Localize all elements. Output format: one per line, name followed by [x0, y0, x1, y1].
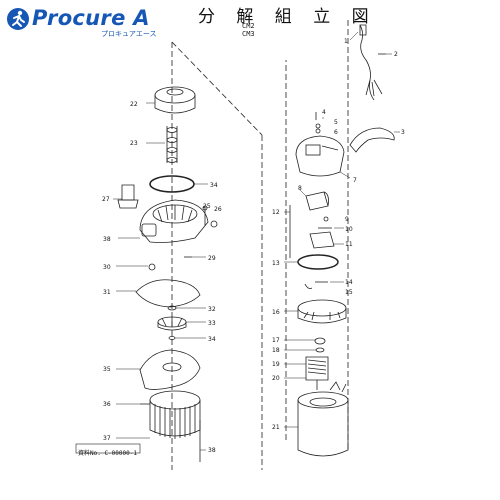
part-38-pump-casing	[139, 199, 209, 243]
part-16-bracket-housing	[297, 299, 347, 324]
part-37-strainer	[149, 390, 201, 439]
callout-26: 26	[214, 206, 222, 213]
model-label-1: CM2	[242, 22, 255, 30]
callout-34-lower: 34	[208, 336, 216, 343]
part-8-capacitor	[305, 191, 329, 211]
frame-line	[171, 41, 263, 136]
callout-10: 10	[345, 226, 353, 233]
footer-box	[75, 443, 141, 454]
callout-11: 11	[345, 241, 353, 248]
part-9-screw	[323, 216, 329, 222]
part-26-plug	[210, 220, 218, 228]
callout-18: 18	[272, 347, 280, 354]
callout-32: 32	[208, 306, 216, 313]
part-13-o-ring	[297, 254, 339, 270]
callout-30: 30	[103, 264, 111, 271]
part-19-rotor	[305, 356, 329, 390]
callout-25: 25	[203, 203, 211, 210]
model-label-2: CM3	[242, 30, 255, 38]
page-title: 分 解 組 立 図	[198, 7, 377, 27]
part-23-washer-stack	[166, 126, 178, 163]
callout-14: 14	[345, 279, 353, 286]
callout-6: 6	[334, 129, 338, 136]
callout-23: 23	[130, 140, 138, 147]
callout-15: 15	[345, 289, 353, 296]
callout-35: 35	[103, 366, 111, 373]
callout-5: 5	[334, 119, 338, 126]
callout-21: 21	[272, 424, 280, 431]
callout-27: 27	[102, 196, 110, 203]
callout-3: 3	[401, 129, 405, 136]
callout-4: 4	[322, 109, 326, 116]
brand-name: Procure A	[32, 6, 150, 30]
callout-37: 37	[103, 435, 111, 442]
callout-38: 38	[103, 236, 111, 243]
callout-1: 1	[344, 38, 348, 45]
part-21-stator	[297, 381, 349, 457]
part-18-washer	[315, 347, 325, 353]
part-33-impeller	[157, 316, 187, 331]
callout-17: 17	[272, 337, 280, 344]
callout-16: 16	[272, 309, 280, 316]
callout-29: 29	[208, 255, 216, 262]
part-11-bracket	[309, 231, 335, 249]
callout-9: 9	[345, 216, 349, 223]
part-22-top-cover	[154, 86, 196, 114]
runner-icon	[7, 8, 29, 30]
brand-tagline: プロキュアエース	[101, 30, 157, 38]
procure-a-logo: Procure A プロキュアエース	[6, 3, 166, 38]
callout-12: 12	[272, 209, 280, 216]
callout-2: 2	[394, 51, 398, 58]
callout-36: 36	[103, 401, 111, 408]
callout-8: 8	[298, 185, 302, 192]
part-25-bolt-head	[202, 205, 208, 211]
callout-22: 22	[130, 101, 138, 108]
document-number: 資料No. C-00000-1	[78, 450, 137, 457]
callout-33: 33	[208, 320, 216, 327]
callout-20: 20	[272, 375, 280, 382]
part-1-power-cable	[359, 24, 383, 101]
callout-7: 7	[353, 177, 357, 184]
part-5-washer	[315, 123, 321, 129]
part-27-nozzle	[117, 184, 139, 209]
part-17-bearing	[314, 337, 326, 345]
callout-34-upper: 34	[210, 182, 218, 189]
callout-13: 13	[272, 260, 280, 267]
callout-19: 19	[272, 361, 280, 368]
part-30-ball	[148, 263, 156, 271]
part-3-handle	[349, 127, 395, 153]
part-6-washer	[315, 128, 321, 134]
part-35-bottom-plate	[139, 349, 201, 390]
callout-38-bolt: 38	[208, 447, 216, 454]
callout-31: 31	[103, 289, 111, 296]
part-31-gasket	[135, 279, 201, 308]
part-15-wire	[304, 283, 313, 289]
part-7-motor-cover	[295, 135, 345, 177]
